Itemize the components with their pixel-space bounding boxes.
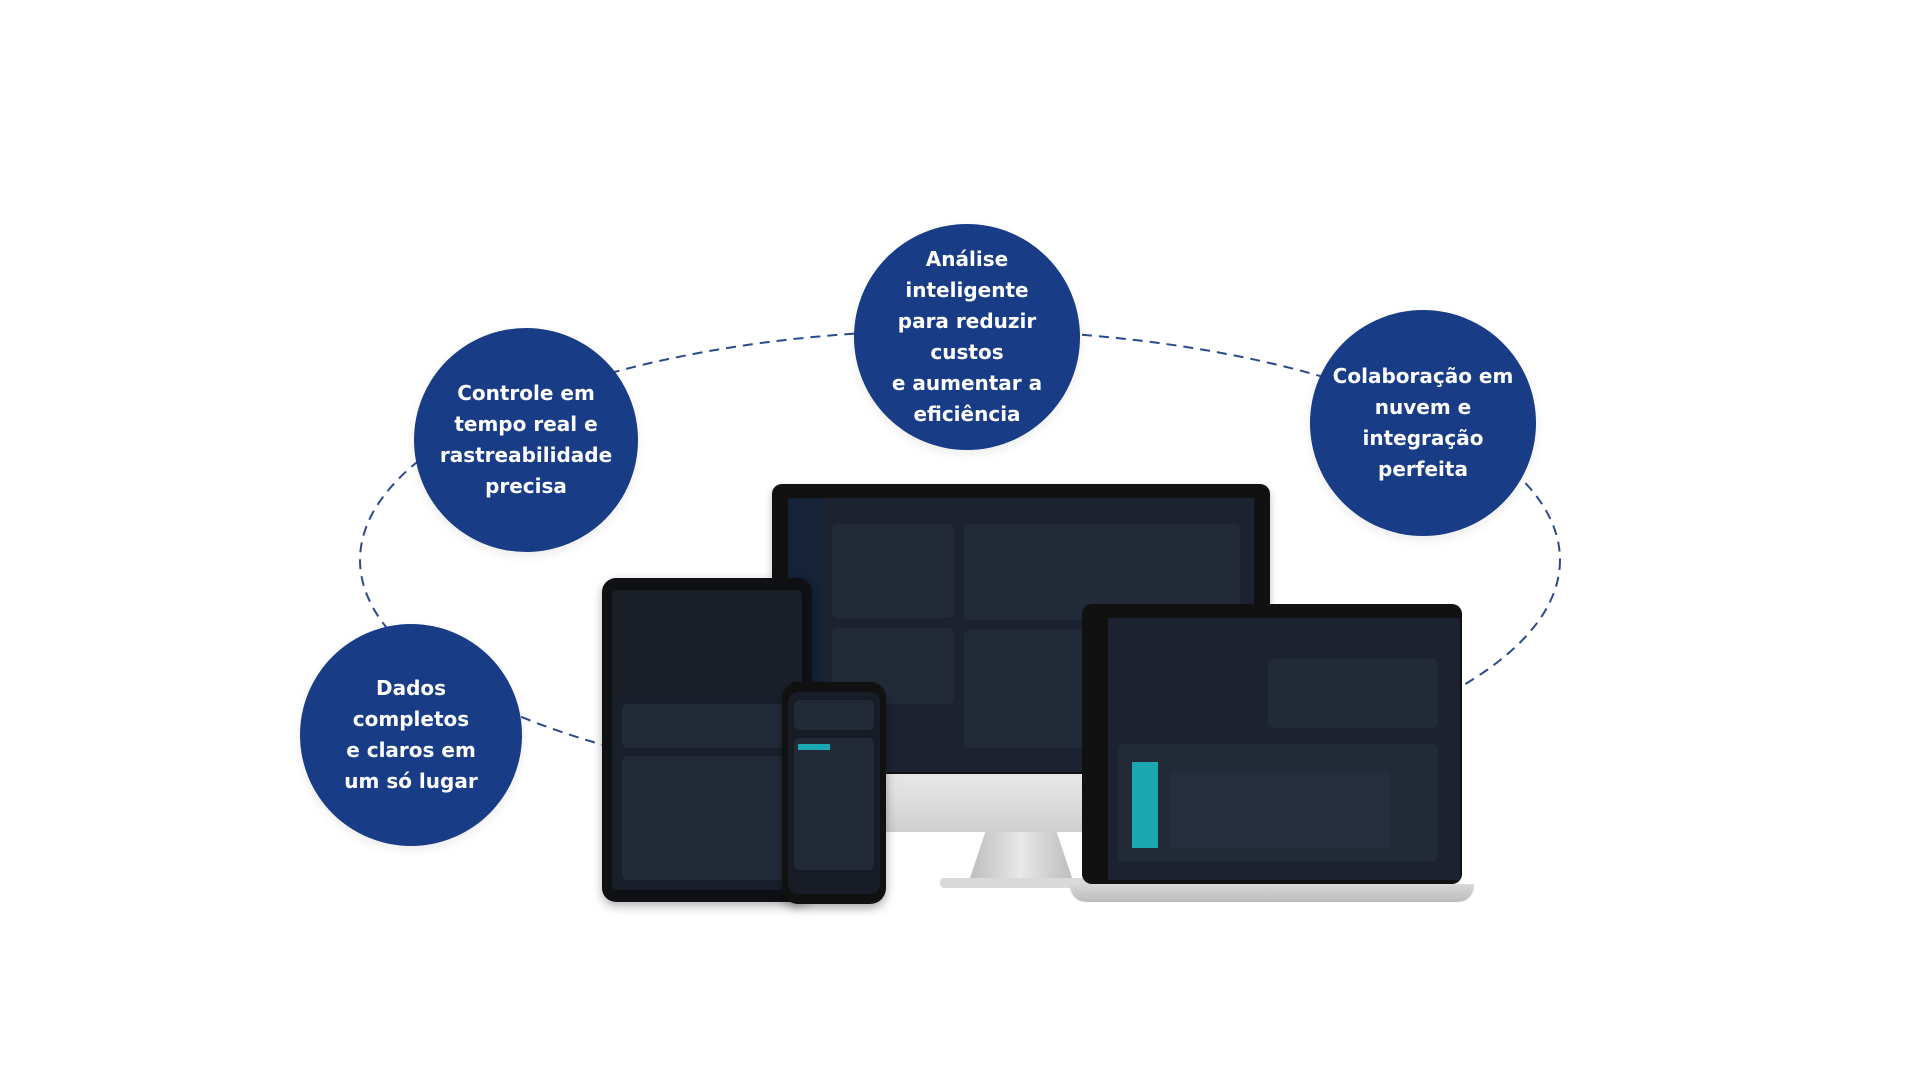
tablet-screen	[612, 590, 802, 890]
monitor-stand-foot	[940, 878, 1102, 888]
bubble-controle-text: Controle em tempo real e rastreabilidade…	[439, 381, 613, 498]
phone-screen	[788, 692, 880, 894]
phone-header-panel	[794, 700, 874, 730]
laptop-panel	[1268, 658, 1438, 728]
phone	[782, 682, 886, 904]
bubble-colaboracao-text: Colaboração em nuvem e integração perfei…	[1332, 364, 1514, 481]
monitor-stand-neck	[970, 832, 1072, 878]
bubble-analise: Análise inteligente para reduzir custos …	[854, 224, 1080, 450]
phone-list-panel	[794, 738, 874, 870]
laptop-chart-bar	[1132, 762, 1158, 848]
bubble-dados-text: Dados completos e claros em um só lugar	[344, 676, 478, 793]
bubble-colaboracao: Colaboração em nuvem e integração perfei…	[1310, 310, 1536, 536]
laptop-screen	[1108, 618, 1460, 880]
bubble-controle: Controle em tempo real e rastreabilidade…	[414, 328, 638, 552]
phone-accent-bar	[798, 744, 830, 750]
laptop-base	[1070, 884, 1474, 902]
tablet	[602, 578, 812, 902]
monitor-left-panel	[832, 524, 954, 618]
tablet-list-panel	[622, 756, 792, 880]
laptop-chart-bar	[1170, 772, 1390, 848]
laptop-lid	[1082, 604, 1462, 884]
tablet-stats-panel	[622, 704, 792, 748]
bubble-analise-text: Análise inteligente para reduzir custos …	[891, 247, 1043, 426]
laptop	[1070, 604, 1474, 904]
bubble-dados: Dados completos e claros em um só lugar	[300, 624, 522, 846]
tablet-hero-image	[612, 590, 802, 694]
